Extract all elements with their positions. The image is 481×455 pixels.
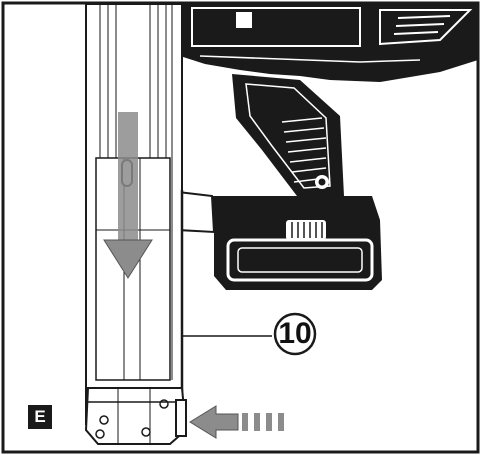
magazine-latch [175,399,187,437]
callout-number: 10 [278,317,312,350]
figure-letter-label: E [28,405,52,429]
tool-handle [232,74,344,200]
push-left-arrow-icon [189,405,284,439]
nose-plate [84,387,188,445]
battery-pack [177,190,382,290]
callout-circle [273,312,317,356]
down-arrow-icon [103,112,153,279]
tool-housing [176,4,478,82]
